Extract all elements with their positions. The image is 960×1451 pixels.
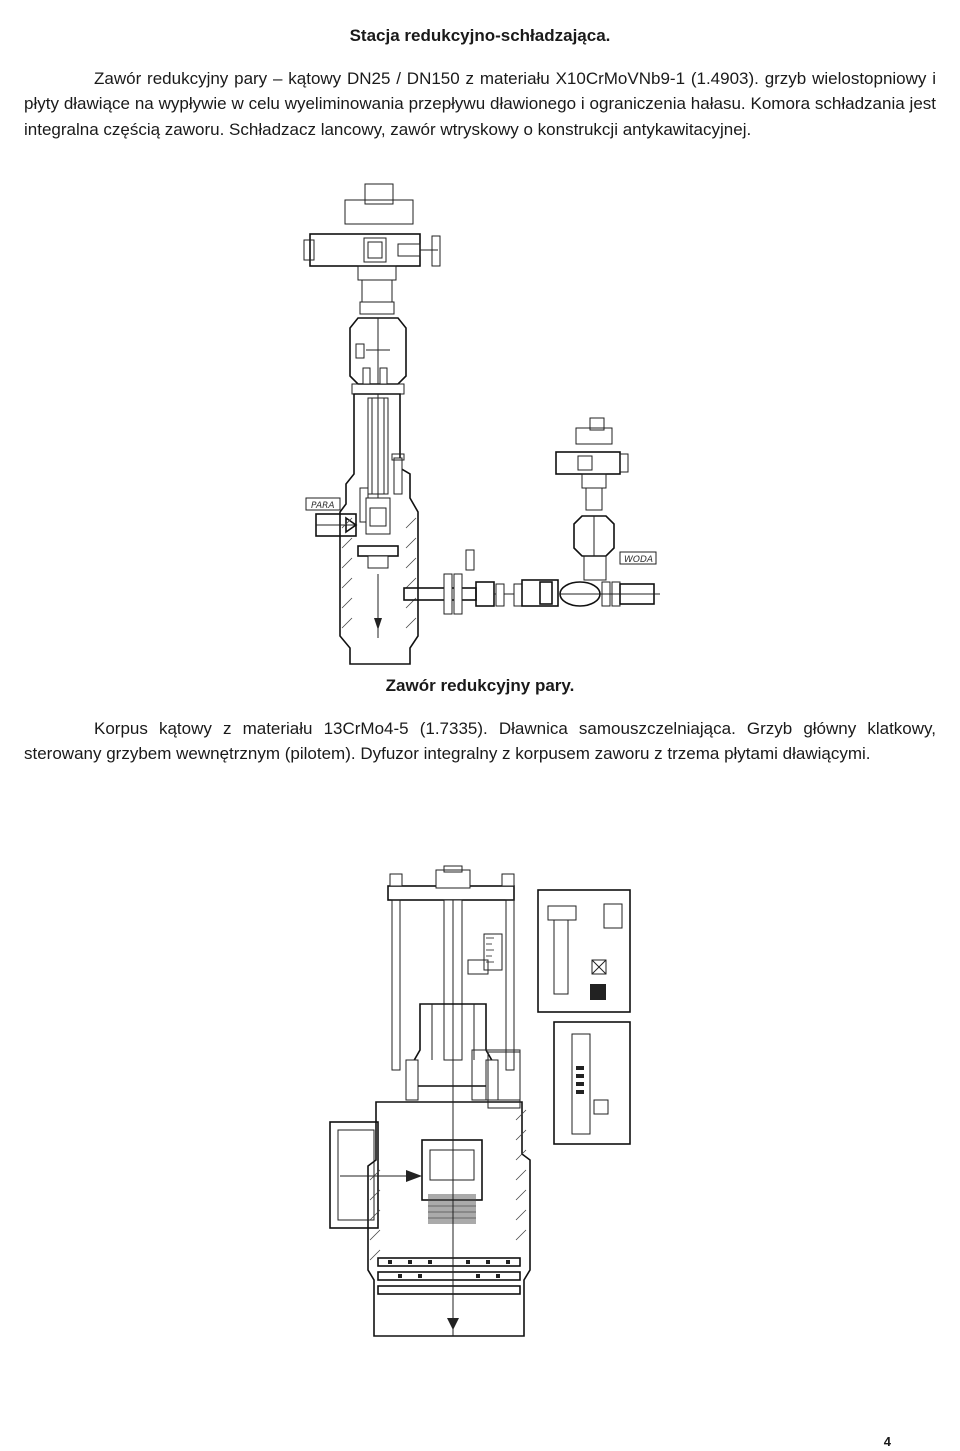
valve-section-drawing: [329, 865, 631, 1337]
page-number: 4: [883, 1434, 891, 1449]
water-label: WODA: [624, 555, 653, 565]
section-title-reducing-station: Stacja redukcyjno-schładzająca.: [349, 26, 611, 45]
section-title-steam-reducing-valve: Zawór redukcyjny pary.: [385, 676, 575, 695]
station-drawing: PARA: [303, 183, 660, 665]
figure-reducing-desuperheating-station: PARA: [300, 178, 662, 666]
figure-steam-reducing-valve-section: [328, 860, 638, 1340]
steam-label: PARA: [311, 501, 335, 511]
paragraph-valve-body-description: Korpus kątowy z materiału 13CrMo4-5 (1.7…: [24, 719, 936, 764]
paragraph-reducing-valve-description: Zawór redukcyjny pary – kątowy DN25 / DN…: [24, 69, 936, 139]
